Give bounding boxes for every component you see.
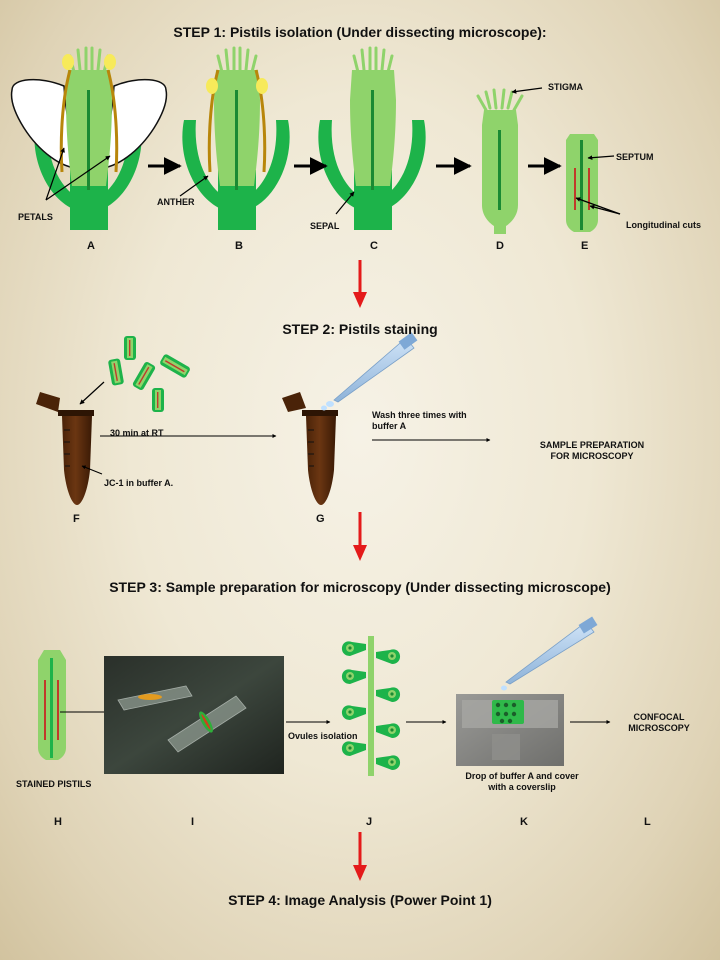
step1-pointers bbox=[45, 87, 621, 215]
letter-d: D bbox=[496, 240, 504, 252]
step4-title: STEP 4: Image Analysis (Power Point 1) bbox=[228, 892, 492, 908]
red-arrows bbox=[353, 260, 367, 881]
label-septum: SEPTUM bbox=[616, 152, 654, 162]
tube-f bbox=[36, 392, 94, 505]
letter-i: I bbox=[191, 816, 195, 828]
photo-k bbox=[456, 694, 564, 766]
label-drop-buffer: Drop of buffer A and cover with a covers… bbox=[465, 771, 579, 792]
pipette-g bbox=[321, 332, 418, 411]
pistil-e bbox=[566, 134, 598, 232]
label-stigma: STIGMA bbox=[548, 82, 583, 92]
photo-i bbox=[104, 656, 284, 774]
flower-b bbox=[182, 46, 290, 230]
label-jc1: JC-1 in buffer A. bbox=[104, 478, 174, 488]
letter-l: L bbox=[644, 816, 651, 828]
label-confocal: CONFOCAL MICROSCOPY bbox=[628, 712, 690, 733]
letter-e: E bbox=[581, 240, 589, 252]
letter-h: H bbox=[54, 816, 62, 828]
label-ovules-isolation: Ovules isolation bbox=[288, 731, 358, 741]
letter-j: J bbox=[366, 816, 373, 828]
letter-g: G bbox=[316, 513, 325, 525]
flower-a bbox=[10, 46, 168, 230]
label-anther: ANTHER bbox=[157, 197, 195, 207]
letter-f: F bbox=[73, 513, 80, 525]
label-30min: 30 min at RT bbox=[110, 428, 164, 438]
small-pistils bbox=[108, 336, 190, 412]
label-longitudinal-cuts: Longitudinal cuts bbox=[626, 220, 701, 230]
label-sepal: SEPAL bbox=[310, 221, 340, 231]
step2-title: STEP 2: Pistils staining bbox=[282, 321, 438, 337]
flower-c bbox=[318, 46, 426, 230]
label-stained-pistils: STAINED PISTILS bbox=[16, 779, 92, 789]
pistil-d bbox=[476, 88, 524, 234]
step1-title: STEP 1: Pistils isolation (Under dissect… bbox=[173, 24, 547, 40]
tube-g bbox=[282, 392, 338, 505]
label-petals: PETALS bbox=[18, 212, 53, 222]
ovules-j bbox=[341, 636, 401, 776]
label-wash: Wash three times with buffer A bbox=[372, 410, 467, 431]
step3-title: STEP 3: Sample preparation for microscop… bbox=[109, 579, 611, 595]
letter-b: B bbox=[235, 240, 243, 252]
letter-a: A bbox=[87, 240, 95, 252]
label-sample-prep: SAMPLE PREPARATION FOR MICROSCOPY bbox=[539, 440, 645, 461]
letter-k: K bbox=[520, 816, 528, 828]
pistil-h bbox=[38, 650, 66, 760]
letter-c: C bbox=[370, 240, 378, 252]
pipette-k bbox=[501, 616, 598, 691]
